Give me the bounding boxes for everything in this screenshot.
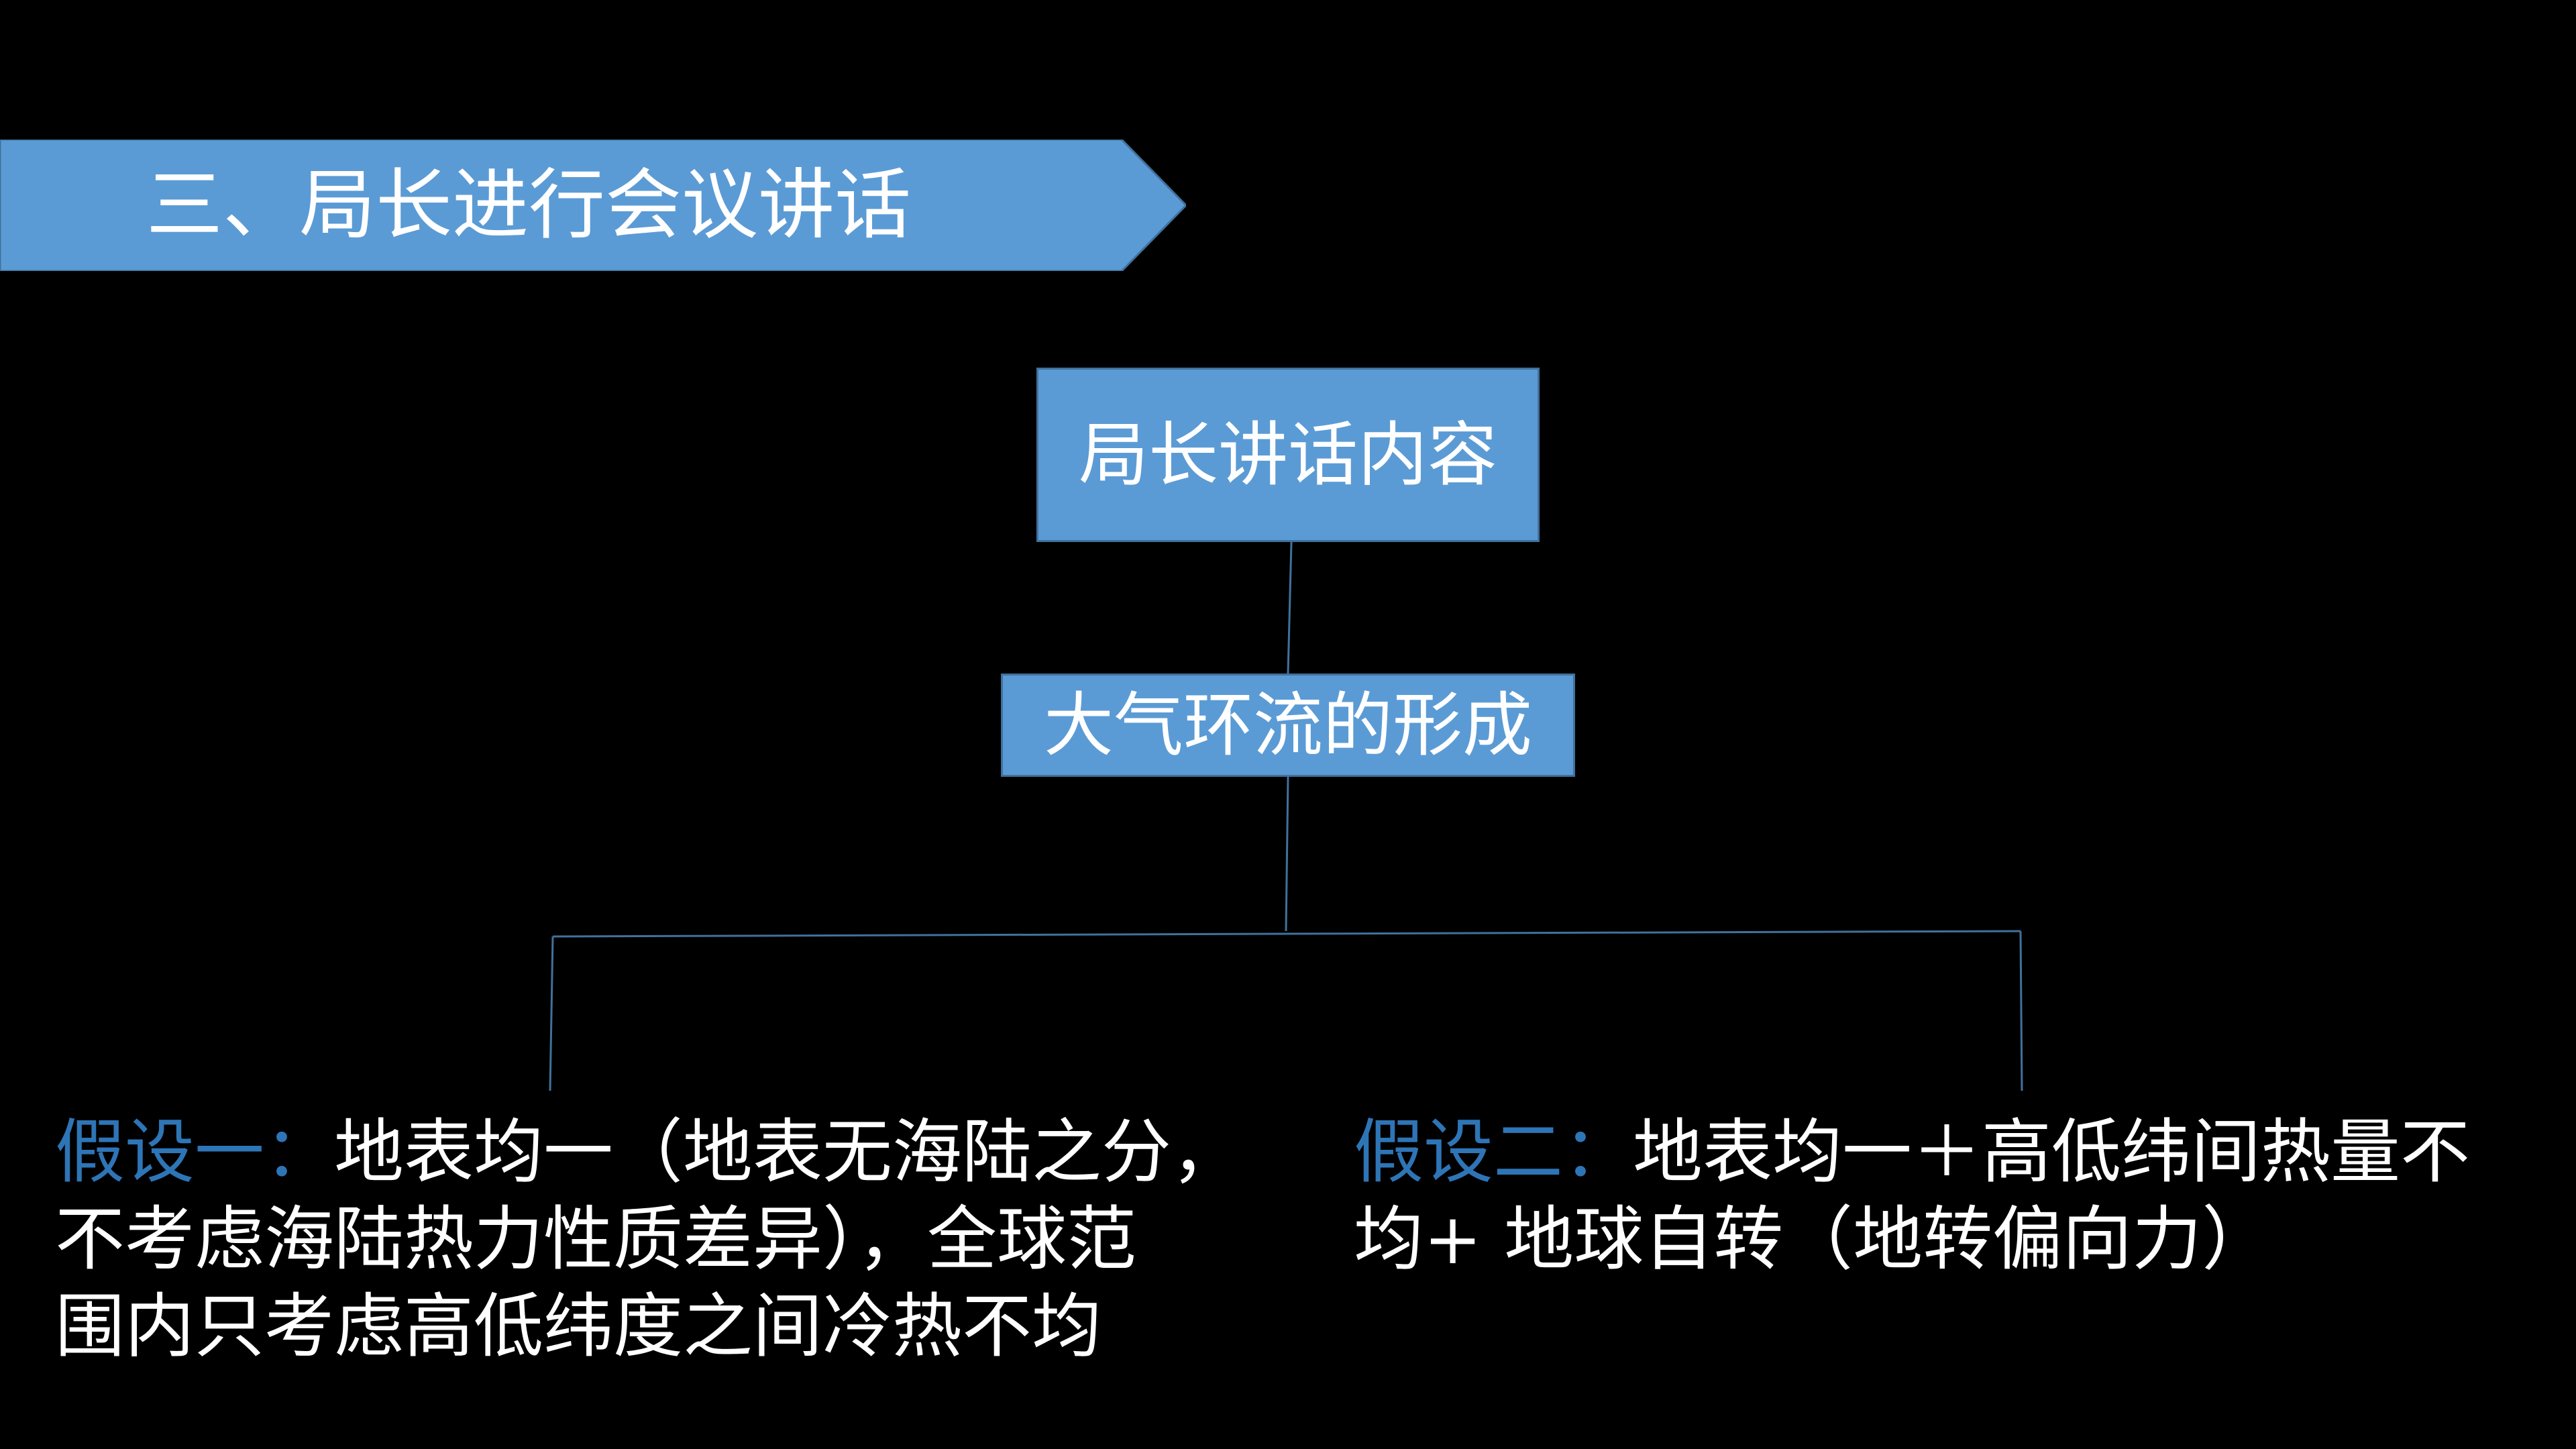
- hypothesis-one-text-1: 地表均一（地表无海陆之分，: [334, 1111, 1242, 1193]
- hypothesis-two-text-2: 均+ 地球自转（地转偏向力）: [1354, 1198, 2272, 1280]
- connector-root-to-child: [1287, 541, 1293, 674]
- root-node: 局长讲话内容: [1036, 368, 1540, 542]
- hypothesis-one-label: 假设一：: [55, 1111, 335, 1193]
- section-title: 三、局长进行会议讲话: [146, 160, 912, 250]
- hypothesis-two-text-1: 地表均一＋高低纬间热量不: [1633, 1111, 2471, 1193]
- connector-branch-left: [549, 936, 554, 1091]
- connector-child-to-branch: [1285, 776, 1289, 932]
- hypothesis-one-text-3: 围内只考虑高低纬度之间冷热不均: [55, 1285, 1102, 1367]
- hypothesis-two-line-1: 假设二：地表均一＋高低纬间热量不: [1354, 1108, 2568, 1195]
- hypothesis-one: 假设一：地表均一（地表无海陆之分， 不考虑海陆热力性质差异），全球范 围内只考虑…: [55, 1108, 1330, 1370]
- child-node: 大气环流的形成: [1001, 674, 1575, 777]
- banner-arrow-shape: [0, 140, 1186, 271]
- hypothesis-one-line-1: 假设一：地表均一（地表无海陆之分，: [55, 1108, 1330, 1195]
- hypothesis-two-label: 假设二：: [1354, 1111, 1633, 1193]
- section-banner: 三、局长进行会议讲话: [0, 140, 1186, 271]
- child-node-label: 大气环流的形成: [1043, 684, 1532, 766]
- root-node-label: 局长讲话内容: [1078, 414, 1497, 496]
- hypothesis-one-text-2: 不考虑海陆热力性质差异），全球范: [55, 1198, 1137, 1280]
- hypothesis-two: 假设二：地表均一＋高低纬间热量不 均+ 地球自转（地转偏向力）: [1354, 1108, 2568, 1283]
- connector-branch-bar: [552, 930, 2021, 938]
- connector-branch-right: [2019, 930, 2023, 1091]
